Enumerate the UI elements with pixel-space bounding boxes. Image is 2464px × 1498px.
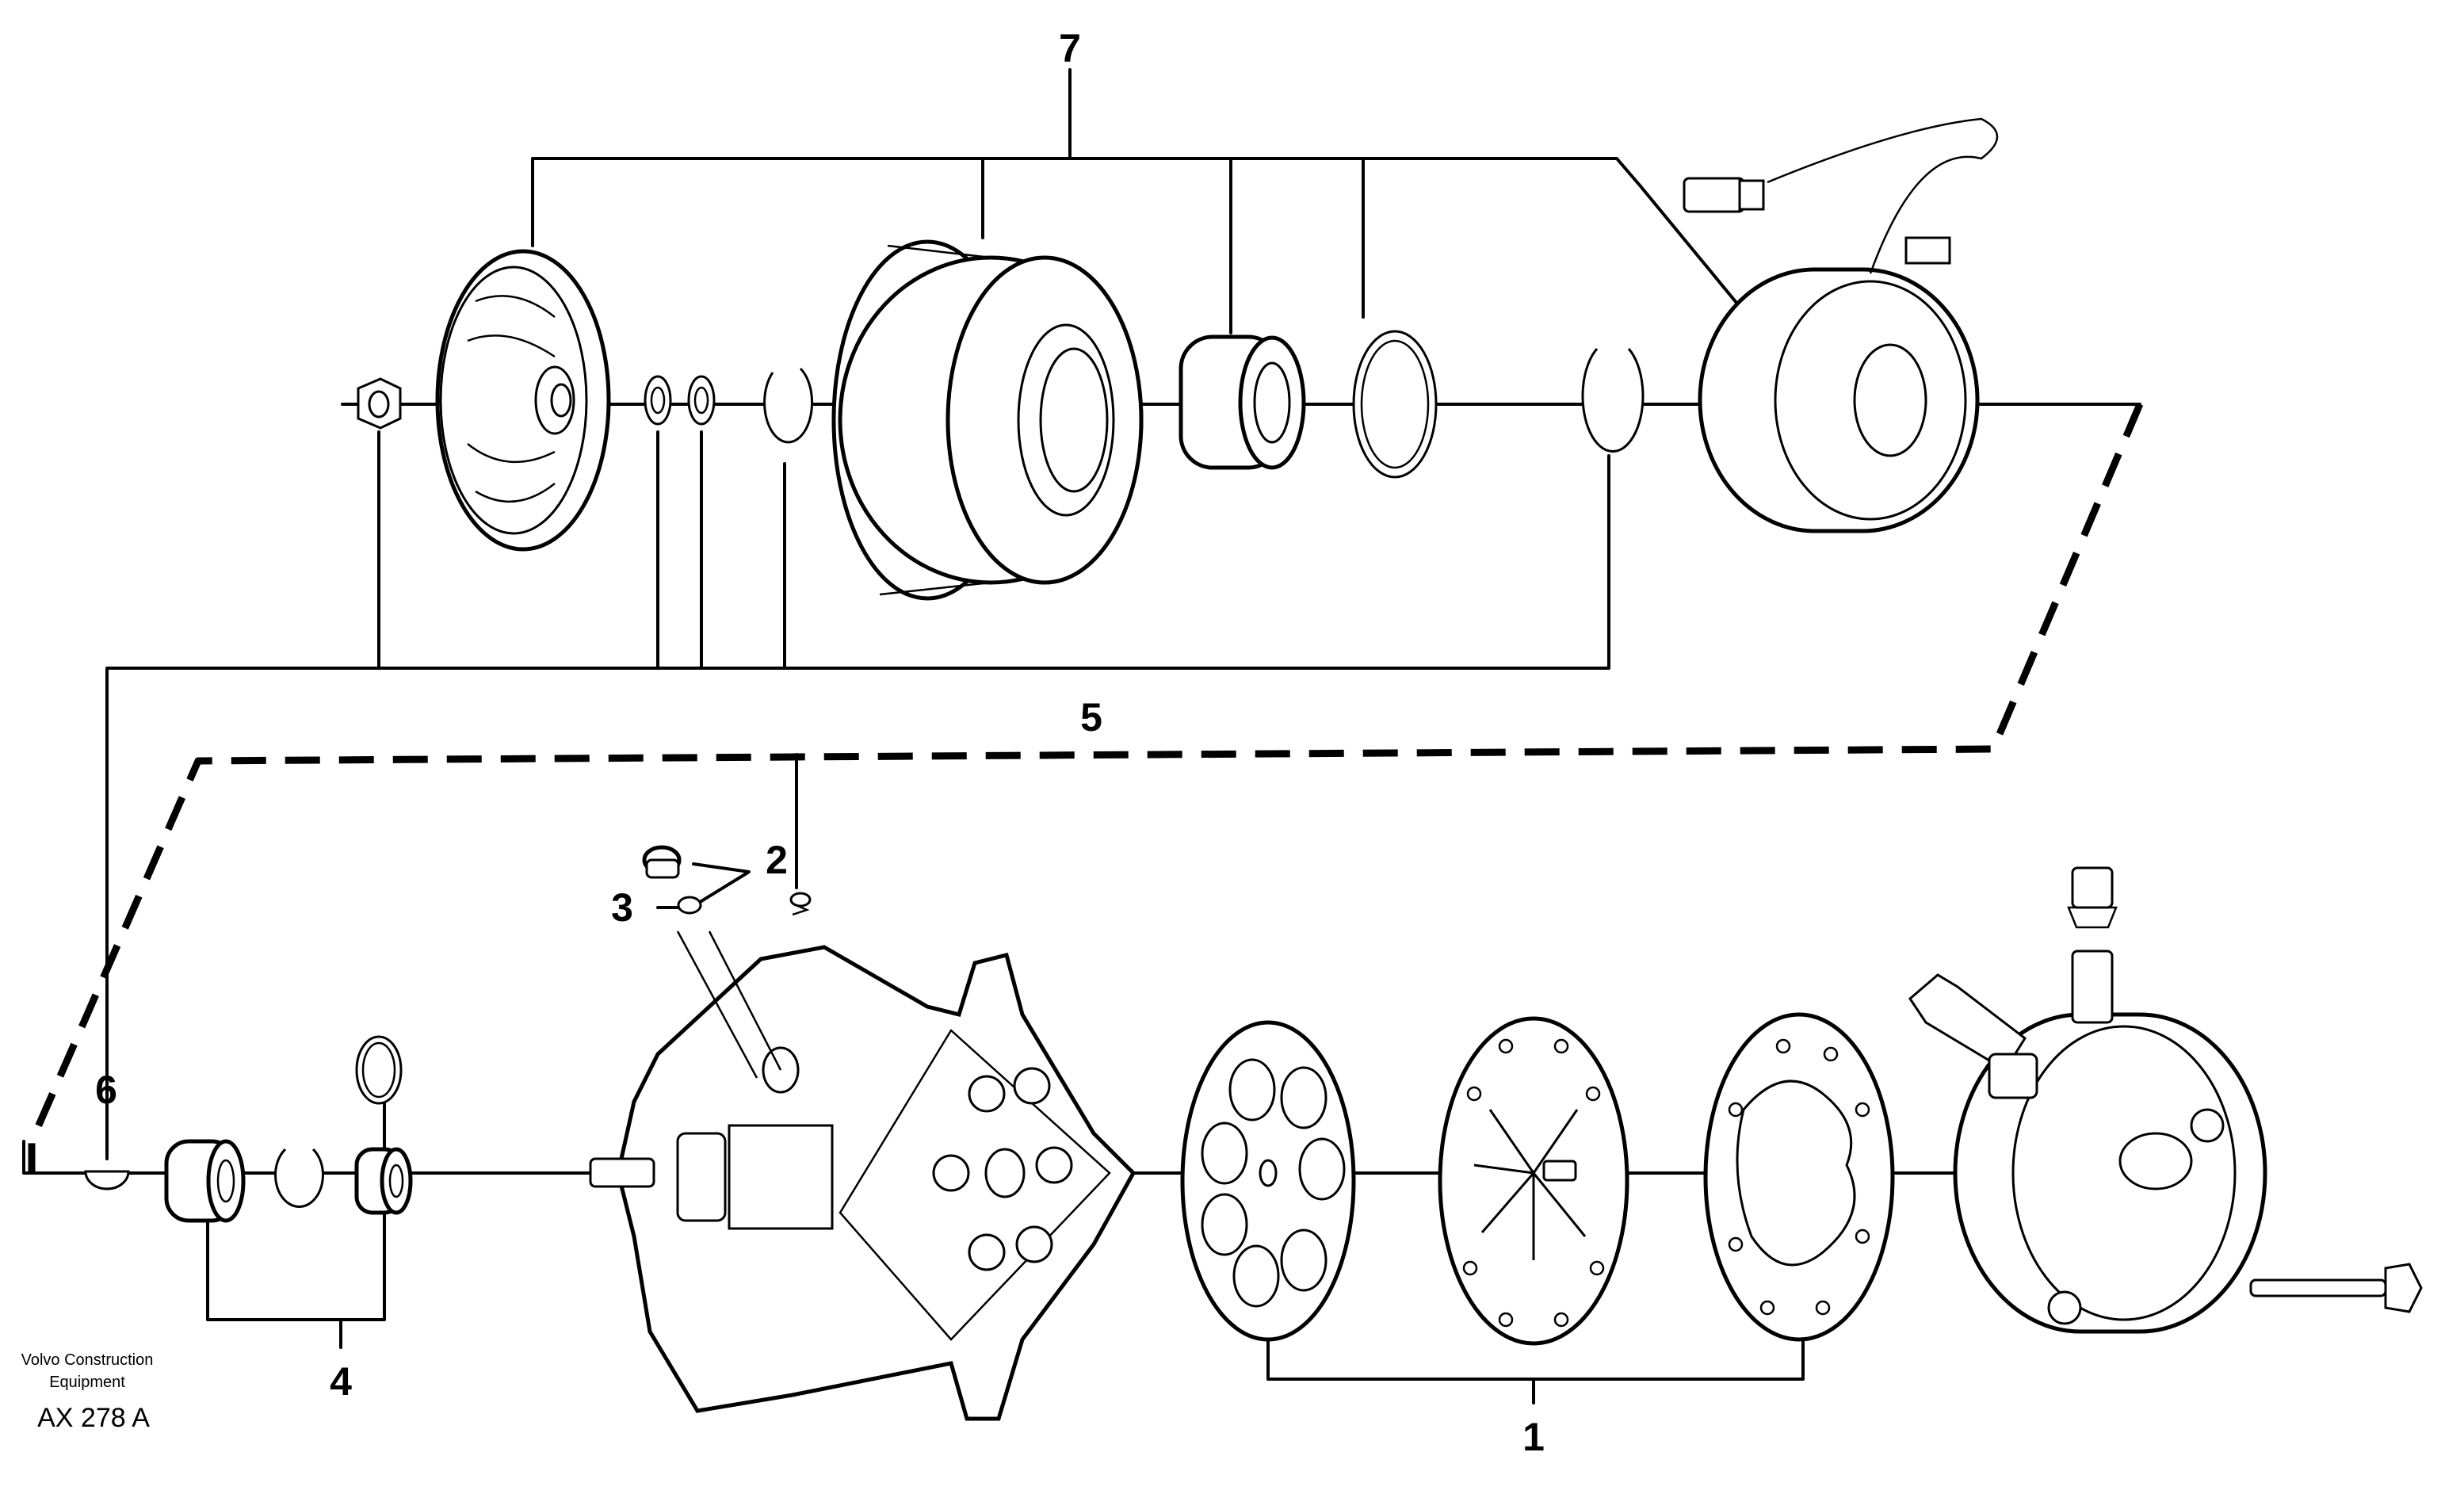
callout-3: 3 bbox=[611, 885, 633, 930]
shaft-seal bbox=[164, 1139, 246, 1223]
woodruff-key bbox=[84, 1170, 130, 1190]
publisher-line-1: Volvo Construction bbox=[21, 1351, 154, 1369]
leader-group-7 bbox=[531, 68, 1753, 334]
small-nipple bbox=[789, 892, 812, 916]
seal-seat bbox=[354, 1147, 413, 1215]
reed-valve-plate bbox=[1438, 1016, 1629, 1346]
oring-lower bbox=[355, 1035, 403, 1105]
head-gasket bbox=[1703, 1012, 1895, 1342]
clutch-front-plate bbox=[435, 249, 611, 552]
valve-plate-front bbox=[1180, 1020, 1356, 1342]
callout-6: 6 bbox=[95, 1068, 117, 1112]
compressor-body bbox=[589, 945, 1136, 1421]
leader-group-2 bbox=[692, 862, 751, 905]
leader-group-5 bbox=[105, 430, 1610, 1160]
callout-7: 7 bbox=[1059, 26, 1081, 71]
clutch-coil bbox=[1683, 117, 1999, 533]
circlip-lower bbox=[274, 1148, 324, 1208]
leader-group-1 bbox=[1266, 1338, 1805, 1381]
nut-part bbox=[357, 377, 402, 430]
clutch-pulley bbox=[831, 239, 1144, 601]
plug-and-oring bbox=[642, 845, 782, 1079]
callout-2: 2 bbox=[766, 838, 788, 882]
circlip-upper-right bbox=[1581, 348, 1645, 453]
publisher-line-2: Equipment bbox=[49, 1374, 125, 1391]
dashed-connector-line bbox=[28, 403, 2144, 1173]
circlip-upper-left bbox=[763, 367, 814, 444]
large-circlip bbox=[1352, 330, 1438, 479]
callout-5: 5 bbox=[1080, 695, 1102, 739]
drawing-code: AX 278 A bbox=[37, 1403, 150, 1433]
pulley-bearing bbox=[1179, 334, 1306, 470]
callout-1: 1 bbox=[1522, 1415, 1545, 1459]
shim-washers bbox=[644, 375, 716, 426]
cylinder-head bbox=[1908, 866, 2423, 1334]
callout-4: 4 bbox=[330, 1359, 352, 1404]
